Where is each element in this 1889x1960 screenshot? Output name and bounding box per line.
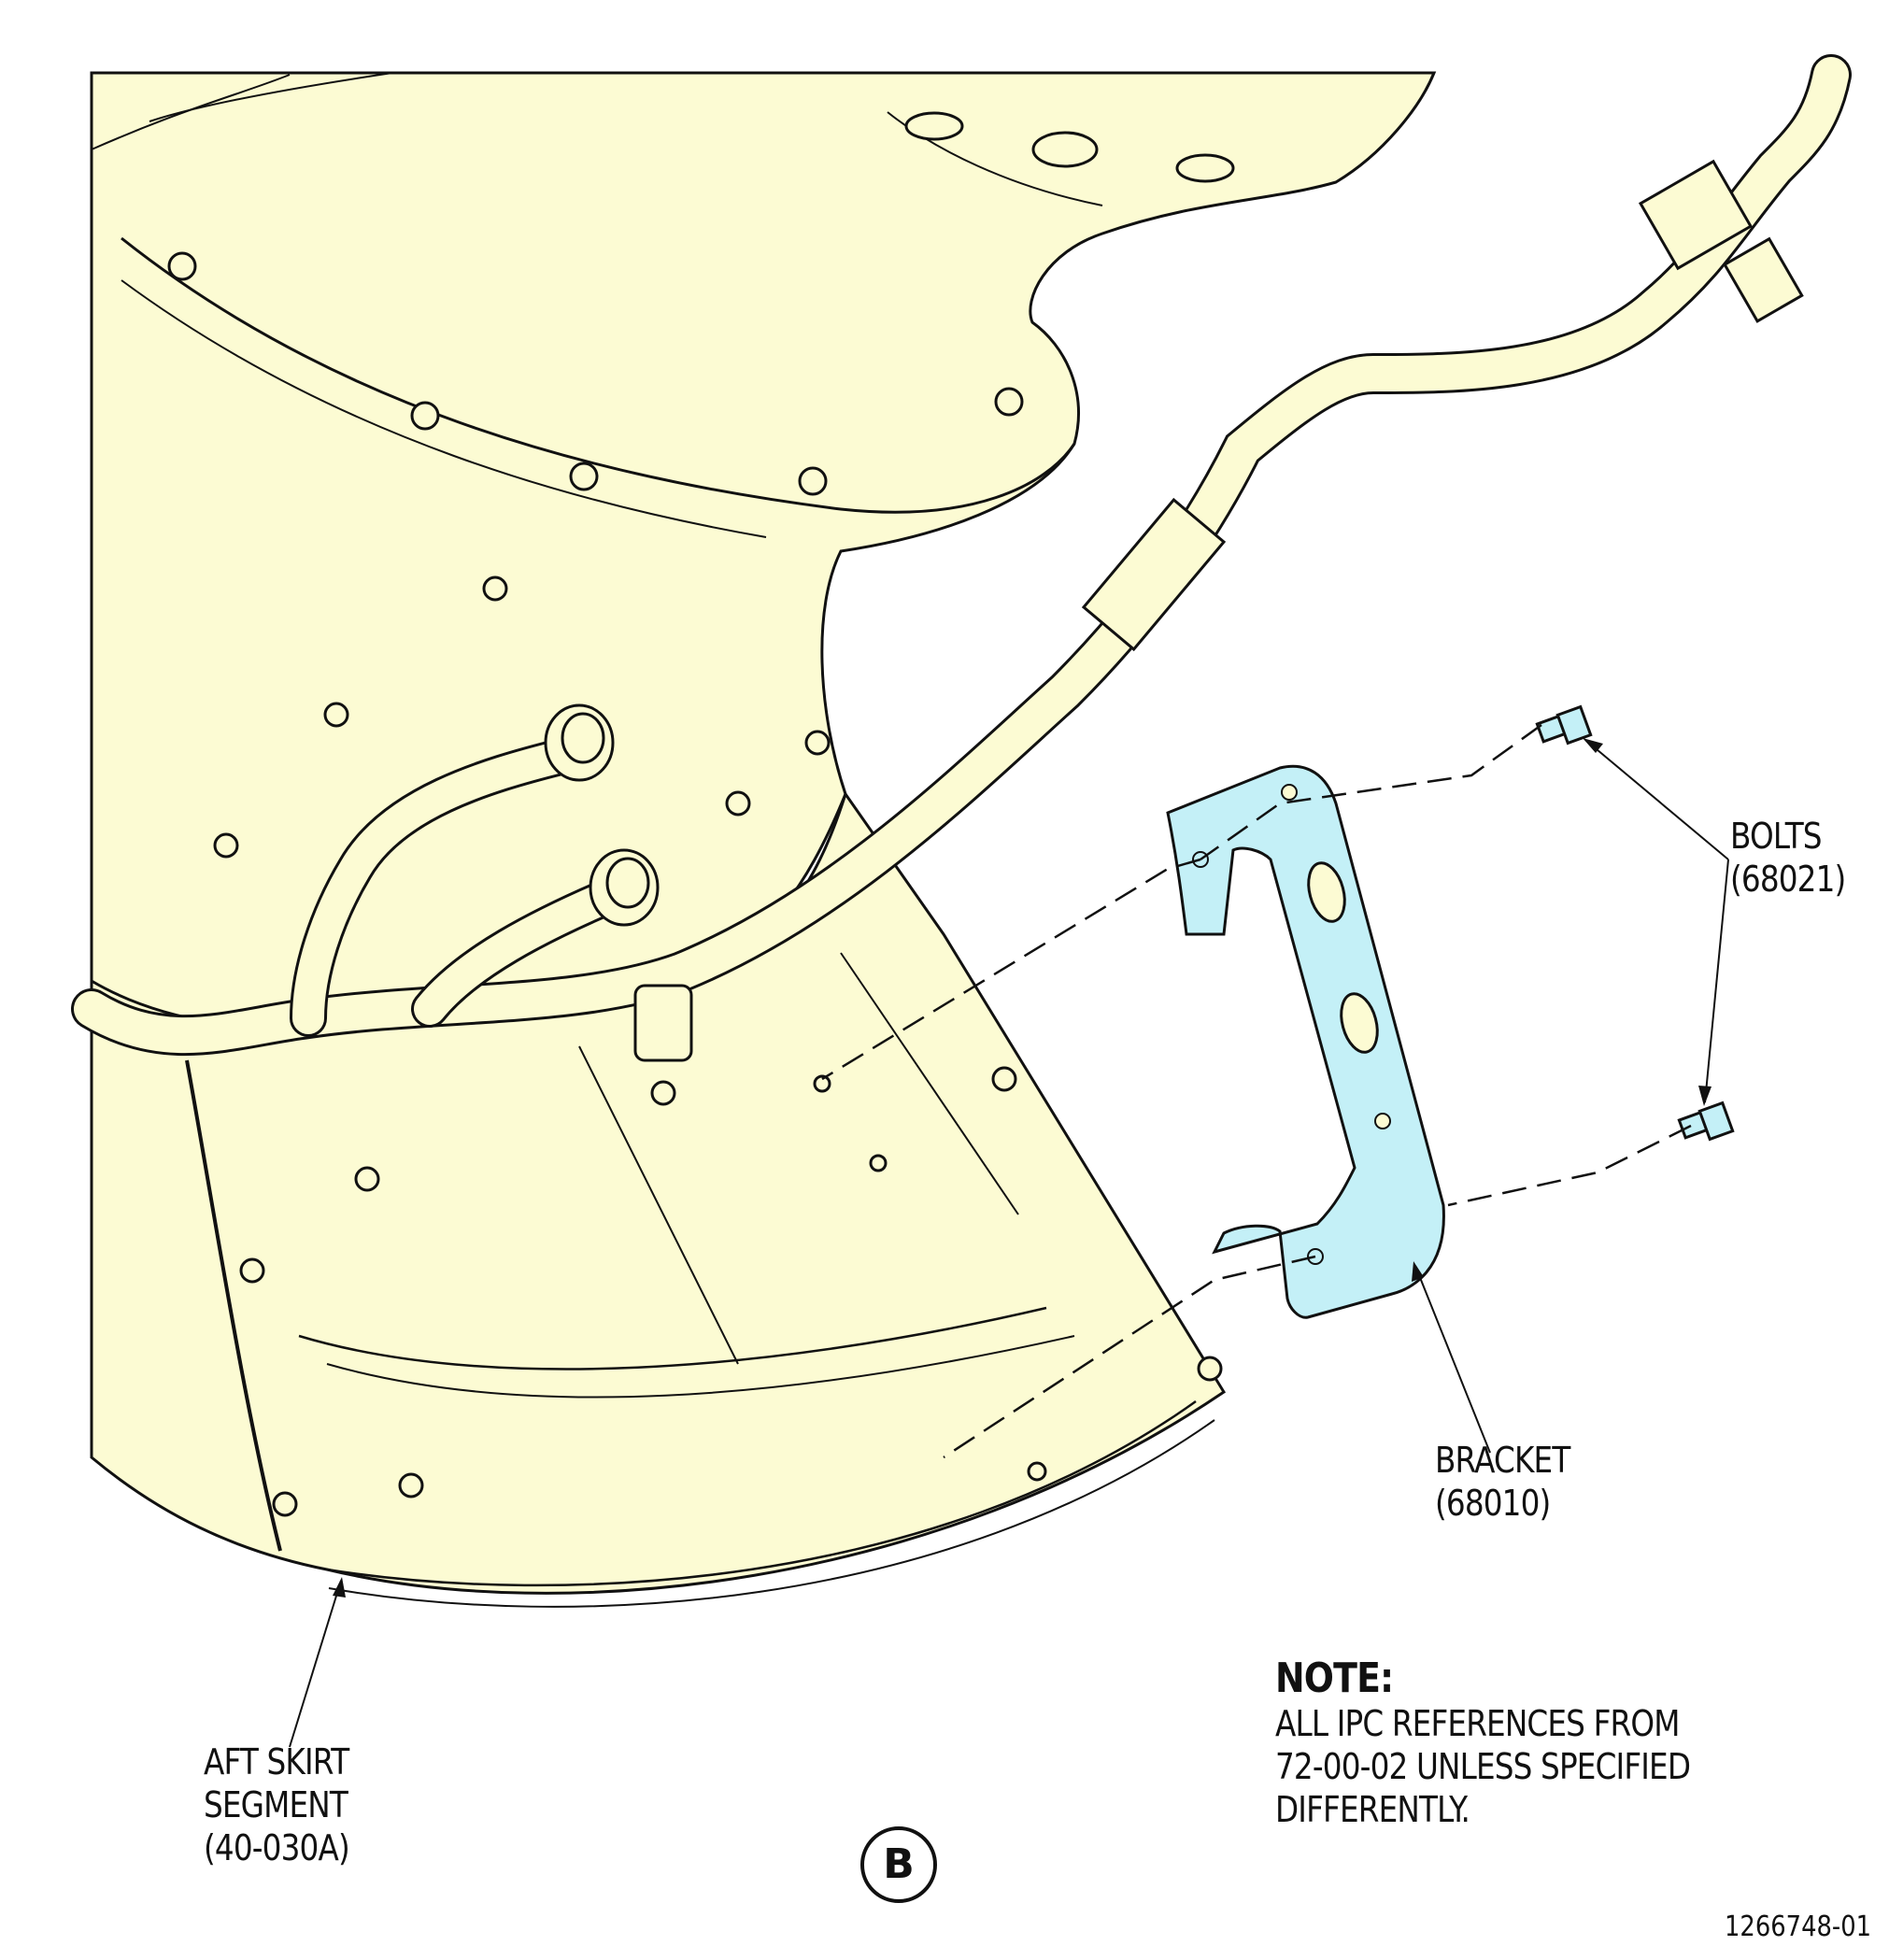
tube-clamp (633, 984, 693, 1062)
skirt-trim (326, 1399, 1197, 1587)
aft-skirt-callout-line2: SEGMENT (204, 1784, 348, 1825)
tube-connector-lug (1723, 236, 1804, 323)
skirt-trim (328, 1419, 1215, 1608)
skirt-panel (298, 1306, 1047, 1371)
tube-fitting-bore (561, 712, 605, 764)
branch-tube (414, 881, 623, 1025)
housing-band (91, 74, 291, 150)
note-line: DIFFERENTLY. (1275, 1789, 1470, 1830)
bracket-callout-name: BRACKET (1435, 1440, 1570, 1481)
install-centerlines (821, 723, 1692, 1459)
bracket-slot (1307, 861, 1346, 923)
view-label: B (860, 1826, 937, 1903)
leader-lines (289, 739, 1729, 1748)
figure-id: 1266748-01 (1725, 1910, 1872, 1943)
housing-band (149, 72, 393, 122)
note-block: NOTE: ALL IPC REFERENCES FROM 72-00-02 U… (1275, 1655, 1691, 1831)
housing-cutout (1175, 153, 1235, 183)
housing-fasteners (167, 251, 1223, 1517)
note-line: 72-00-02 UNLESS SPECIFIED (1275, 1746, 1691, 1787)
bracket-slot (1340, 992, 1379, 1054)
skirt-edge (185, 1059, 282, 1552)
bracket-fastener (1281, 784, 1298, 801)
aft-skirt-callout-ref: (40-030A) (204, 1827, 350, 1868)
tube-sleeve (1081, 497, 1227, 652)
bracket-callout: BRACKET (68010) (1435, 1439, 1570, 1525)
bolts-callout-ref: (68021) (1730, 859, 1846, 900)
housing-cutout (904, 111, 964, 141)
branch-tube (292, 741, 576, 1034)
bolt-lower (1677, 1101, 1735, 1142)
skirt-rib (840, 952, 1019, 1215)
bracket-fastener (1374, 1113, 1391, 1129)
housing-cutout (1031, 131, 1099, 168)
skirt-panel (326, 1335, 1075, 1399)
tube-fitting-bore (605, 857, 650, 909)
aft-skirt-callout-line1: AFT SKIRT (204, 1741, 349, 1782)
note-line: ALL IPC REFERENCES FROM (1275, 1703, 1680, 1744)
bracket-callout-ref: (68010) (1435, 1483, 1551, 1524)
leader-arrowheads (333, 738, 1711, 1598)
skirt-rib (578, 1045, 739, 1365)
housing-band (121, 279, 767, 538)
tube-connector (1638, 159, 1754, 271)
bolts-callout: BOLTS (68021) (1730, 815, 1846, 901)
bracket-part (1166, 764, 1445, 1319)
note-title: NOTE: (1275, 1655, 1394, 1702)
bolts-callout-name: BOLTS (1730, 816, 1823, 857)
aft-skirt-callout: AFT SKIRT SEGMENT (40-030A) (204, 1740, 350, 1869)
bolt-upper (1535, 704, 1593, 746)
housing-band (121, 236, 1076, 514)
